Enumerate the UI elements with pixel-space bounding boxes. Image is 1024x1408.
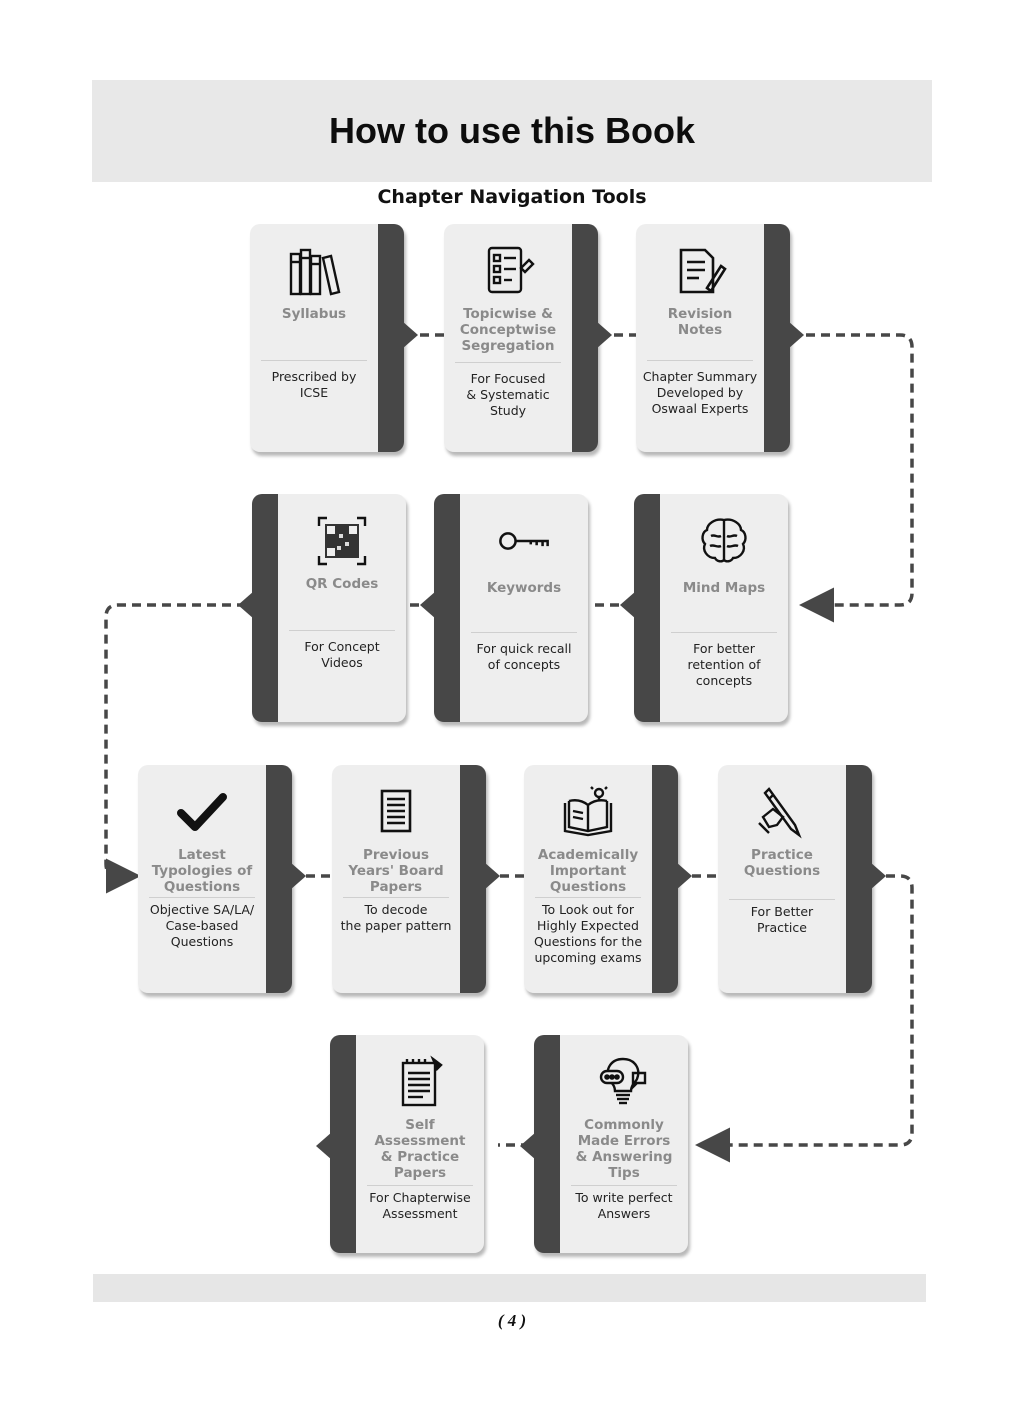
- card-title: Previous Years' Board Papers: [348, 847, 444, 895]
- card-strip: [330, 1035, 356, 1253]
- card-syllabus: Syllabus Prescribed by ICSE: [250, 224, 418, 452]
- card-description: To Look out for Highly Expected Question…: [533, 902, 643, 965]
- card-notch: [402, 321, 418, 349]
- card-notch: [620, 591, 636, 619]
- card-description: For Concept Videos: [304, 639, 380, 670]
- card-revision-notes: Revision Notes Chapter Summary Developed…: [636, 224, 804, 452]
- card-description: To decode the paper pattern: [340, 902, 452, 933]
- card-title: QR Codes: [305, 576, 379, 592]
- divider: [261, 360, 367, 361]
- checklist-icon: [479, 244, 537, 298]
- card-description: Objective SA/LA/ Case-based Questions: [149, 902, 255, 949]
- card-latest-typologies: Latest Typologies of Questions Objective…: [138, 765, 306, 993]
- hand-pencil-icon: [753, 785, 811, 839]
- open-book-bulb-icon: [559, 785, 617, 839]
- divider: [535, 897, 641, 898]
- card-title: Mind Maps: [682, 580, 766, 596]
- card-notch: [788, 321, 804, 349]
- card-strip: [434, 494, 460, 722]
- card-description: For Chapterwise Assessment: [369, 1190, 471, 1221]
- card-title: Syllabus: [281, 306, 347, 322]
- card-title: Keywords: [486, 580, 562, 596]
- card-title: Latest Typologies of Questions: [151, 847, 253, 895]
- brain-icon: [695, 514, 753, 568]
- key-icon: [495, 514, 553, 568]
- card-notch: [316, 1132, 332, 1160]
- card-commonly-made-errors: Commonly Made Errors & Answering Tips To…: [520, 1035, 688, 1253]
- card-practice-questions: Practice Questions For Better Practice: [718, 765, 886, 993]
- card-title: Commonly Made Errors & Answering Tips: [575, 1117, 673, 1181]
- card-mind-maps: Mind Maps For better retention of concep…: [620, 494, 788, 722]
- divider: [647, 360, 753, 361]
- card-title: Revision Notes: [667, 306, 733, 338]
- card-description: For Better Practice: [750, 904, 814, 935]
- divider: [455, 362, 561, 363]
- card-strip: [634, 494, 660, 722]
- card-previous-years: Previous Years' Board Papers To decode t…: [332, 765, 500, 993]
- card-strip: [764, 224, 790, 452]
- card-strip: [846, 765, 872, 993]
- divider: [671, 632, 777, 633]
- footer-bar: [93, 1274, 926, 1302]
- divider: [571, 1185, 677, 1186]
- card-notch: [484, 862, 500, 890]
- card-topicwise: Topicwise & Conceptwise Segregation For …: [444, 224, 612, 452]
- card-notch: [420, 591, 436, 619]
- notes-pen-icon: [671, 244, 729, 298]
- card-description: Chapter Summary Developed by Oswaal Expe…: [642, 369, 758, 416]
- books-icon: [285, 244, 343, 298]
- notepad-icon: [391, 1055, 449, 1109]
- card-description: For Focused & Systematic Study: [466, 371, 550, 418]
- card-title: Topicwise & Conceptwise Segregation: [459, 306, 557, 354]
- card-description: For better retention of concepts: [687, 641, 761, 688]
- divider: [367, 1185, 473, 1186]
- page-title: How to use this Book: [328, 110, 695, 151]
- card-notch: [238, 591, 254, 619]
- card-strip: [252, 494, 278, 722]
- card-strip: [460, 765, 486, 993]
- card-notch: [870, 862, 886, 890]
- card-strip: [266, 765, 292, 993]
- card-notch: [596, 321, 612, 349]
- page-subtitle: Chapter Navigation Tools: [377, 186, 647, 208]
- divider: [289, 630, 395, 631]
- card-strip: [652, 765, 678, 993]
- card-description: Prescribed by ICSE: [271, 369, 357, 400]
- divider: [729, 899, 835, 900]
- header-banner: How to use this Book: [92, 80, 932, 182]
- card-description: To write perfect Answers: [575, 1190, 673, 1221]
- card-description: For quick recall of concepts: [476, 641, 572, 672]
- card-title: Self Assessment & Practice Papers: [374, 1117, 466, 1181]
- card-notch: [520, 1132, 536, 1160]
- card-title: Academically Important Questions: [537, 847, 639, 895]
- lightbulb-chat-icon: [595, 1055, 653, 1109]
- card-qr-codes: QR Codes For Concept Videos: [238, 494, 406, 722]
- card-notch: [676, 862, 692, 890]
- card-notch: [290, 862, 306, 890]
- page-number: ( 4 ): [497, 1311, 527, 1330]
- qr-code-icon: [313, 514, 371, 568]
- card-strip: [534, 1035, 560, 1253]
- card-title: Practice Questions: [743, 847, 821, 879]
- document-icon: [367, 785, 425, 839]
- divider: [471, 632, 577, 633]
- card-strip: [572, 224, 598, 452]
- divider: [343, 897, 449, 898]
- divider: [149, 897, 255, 898]
- checkmark-icon: [173, 785, 231, 839]
- card-keywords: Keywords For quick recall of concepts: [420, 494, 588, 722]
- card-self-assessment: Self Assessment & Practice Papers For Ch…: [316, 1035, 484, 1253]
- card-academically-important: Academically Important Questions To Look…: [524, 765, 692, 993]
- card-strip: [378, 224, 404, 452]
